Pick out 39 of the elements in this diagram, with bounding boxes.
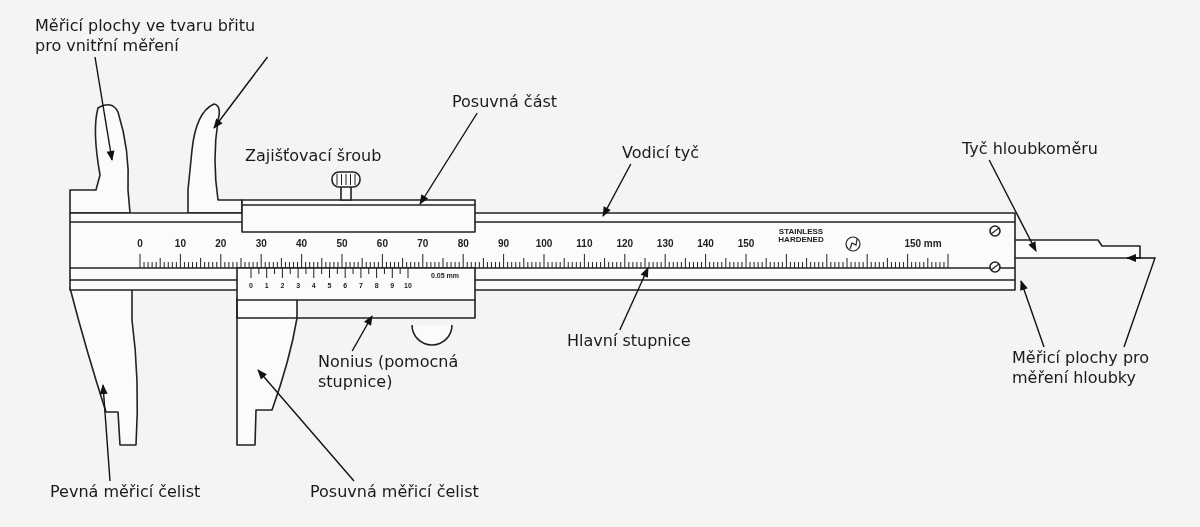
scale-number: 70 xyxy=(417,239,429,249)
scale-number: 130 xyxy=(656,239,674,249)
leader-line xyxy=(257,369,355,482)
callout-label: Hlavní stupnice xyxy=(567,331,727,351)
scale-number: 150 xyxy=(737,239,755,249)
scale-number: 50 xyxy=(336,239,348,249)
scale-number: 80 xyxy=(457,239,469,249)
callout-label: Vodicí tyč xyxy=(622,143,732,163)
leader-line xyxy=(602,163,632,217)
callout-label: Nonius (pomocná stupnice) xyxy=(318,352,508,392)
part-label: Zajišťovací šroub xyxy=(245,146,382,166)
leader-line xyxy=(619,267,649,331)
material-marking: STAINLESS HARDENED xyxy=(777,228,825,244)
callout-label: Tyč hloubkoměru xyxy=(962,139,1132,159)
scale-unit-label: 150 mm xyxy=(904,239,942,249)
scale-number: 20 xyxy=(215,239,227,249)
callout-label: Měřicí plochy ve tvaru břitu pro vnitřní měření xyxy=(35,16,285,56)
scale-number: 30 xyxy=(255,239,267,249)
leader-line xyxy=(988,159,1037,252)
scale-number: 100 xyxy=(535,239,553,249)
leader-line xyxy=(99,384,111,482)
scale-number: 120 xyxy=(616,239,634,249)
scale-number: 0 xyxy=(137,239,143,249)
leader-line xyxy=(351,315,373,352)
leader-line xyxy=(1123,254,1156,348)
scale-number: 10 xyxy=(174,239,186,249)
leader-line xyxy=(1020,280,1045,348)
scale-number: 140 xyxy=(697,239,714,249)
callout-label: Měřicí plochy pro měření hloubky xyxy=(1012,348,1172,388)
scale-number: 40 xyxy=(296,239,308,249)
callout-label: Pevná měřicí čelist xyxy=(50,482,250,502)
leader-line xyxy=(94,56,115,161)
callout-label: Posuvná měřicí čelist xyxy=(310,482,530,502)
scale-number: 110 xyxy=(576,239,593,249)
leader-line xyxy=(419,112,478,205)
scale-number: 60 xyxy=(376,239,388,249)
scale-number: 90 xyxy=(498,239,510,249)
leader-line xyxy=(213,56,269,129)
callout-label: Posuvná část xyxy=(452,92,592,112)
